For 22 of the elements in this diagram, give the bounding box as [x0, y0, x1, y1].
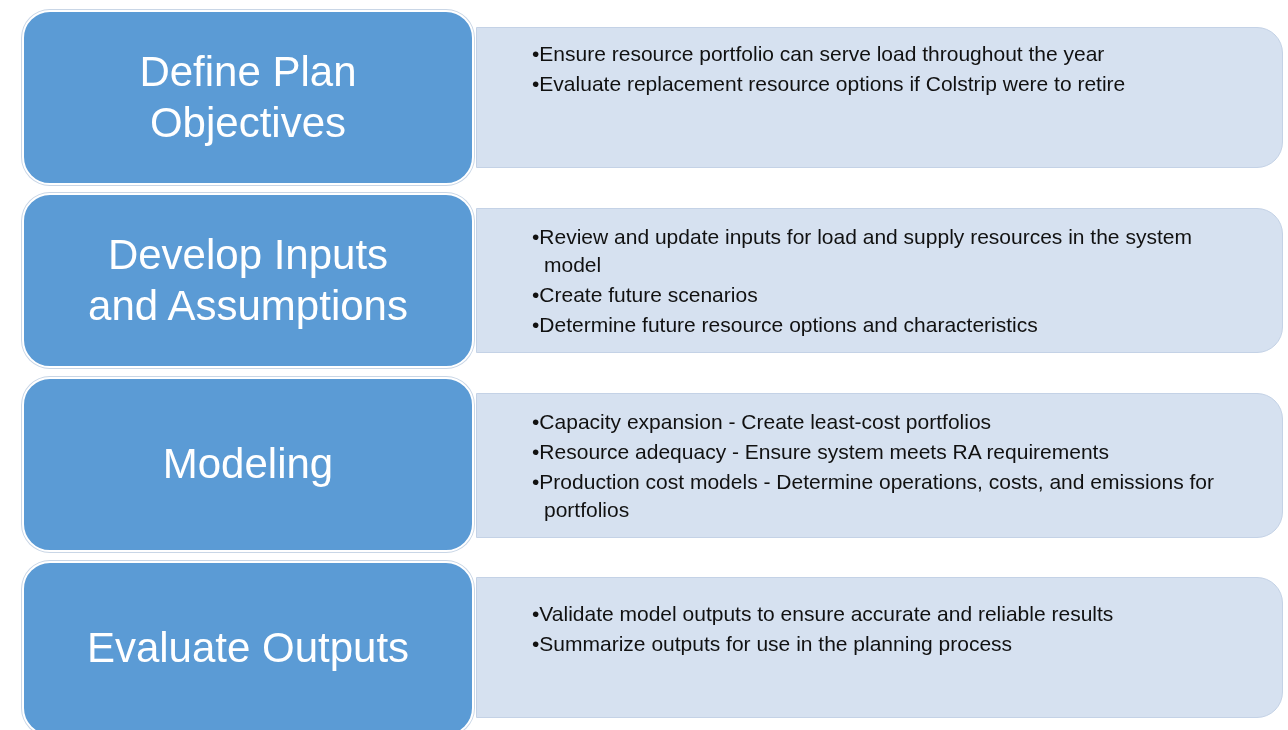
bullet-text: •Create future scenarios: [532, 281, 759, 308]
bullet-text: •Summarize outputs for use in the planning process: [532, 631, 1014, 657]
step-title: Evaluate Outputs: [85, 623, 411, 674]
bullet-text: •Resource adequacy - Ensure system meets RA requirements: [532, 438, 1110, 465]
details-panel: [476, 393, 1283, 538]
bullet-text: •Evaluate replacement resource options if Colstrip were to retire: [532, 71, 1126, 97]
bullet-text: •Review and update inputs for load and supply resources in the system model: [532, 223, 1193, 278]
step-title: Modeling: [161, 439, 335, 490]
step-box: [22, 561, 474, 730]
step-title: Develop Inputs and Assumptions: [87, 230, 409, 331]
step-title: Define Plan Objectives: [138, 47, 358, 148]
bullet-text: •Capacity expansion - Create least-cost portfolios: [532, 408, 993, 435]
bullet-text: •Ensure resource portfolio can serve load throughout the year: [532, 41, 1106, 67]
step-box: [22, 377, 474, 552]
bullet-text: •Production cost models - Determine operations, costs, and emissions for portfolios: [532, 468, 1215, 523]
details-panel: [476, 577, 1283, 718]
step-box: [22, 193, 474, 368]
details-panel: [476, 27, 1283, 168]
bullet-text: •Validate model outputs to ensure accurate and reliable results: [532, 601, 1114, 627]
bullet-text: •Determine future resource options and characteristics: [532, 311, 1039, 338]
step-box: [22, 10, 474, 185]
details-panel: [476, 208, 1283, 353]
